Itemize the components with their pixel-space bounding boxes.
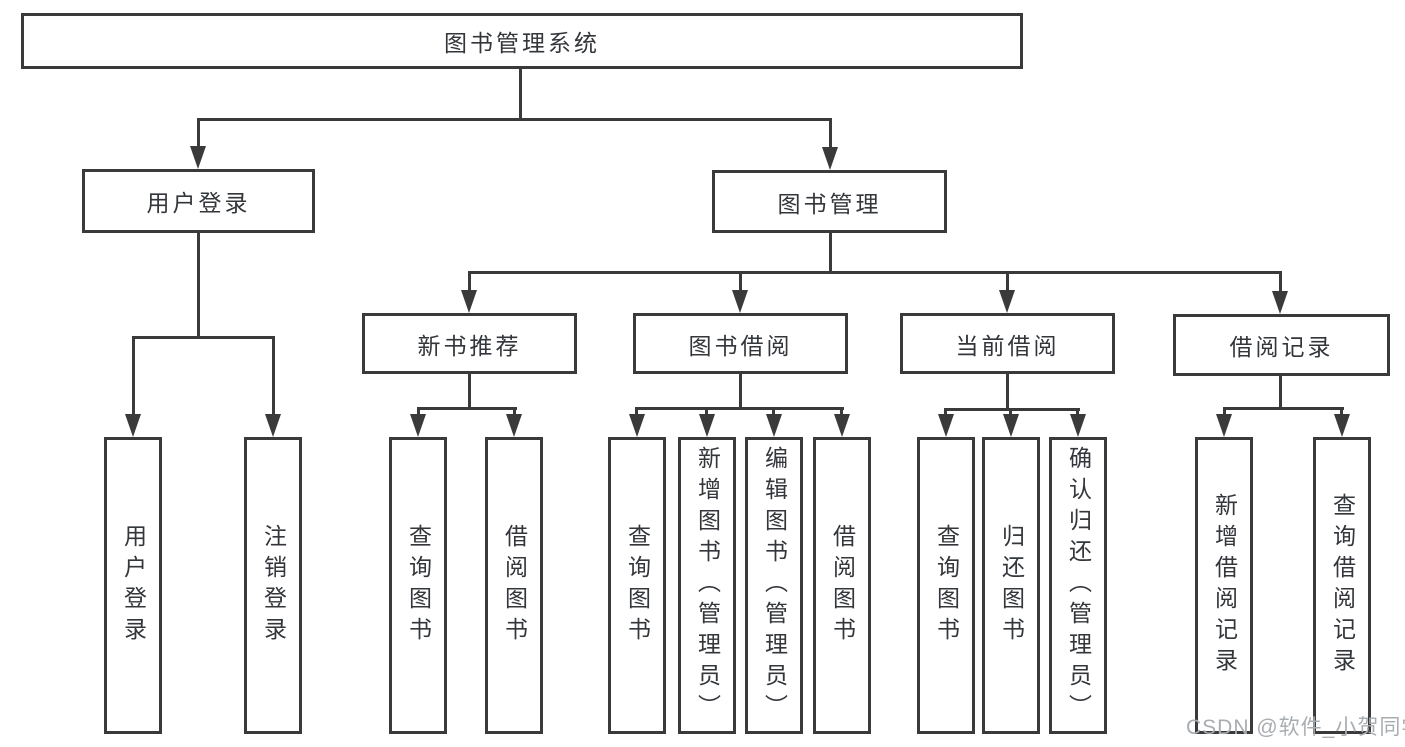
watermark: CSDN @软件_小贺同学 xyxy=(1186,716,1405,739)
node-label: 用户登录 xyxy=(120,523,147,648)
node-book-borrowing: 图书借阅 xyxy=(633,313,848,374)
line-segment xyxy=(772,407,775,418)
node-label: 图书管理 xyxy=(777,190,882,217)
arrow-down-icon xyxy=(629,414,645,437)
node-library-management-system: 图书管理系统 xyxy=(21,13,1023,69)
node-leaf-borrow-books-recommend: 借阅图书 xyxy=(485,437,543,734)
node-new-book-recommend: 新书推荐 xyxy=(362,313,577,374)
node-label: 当前借阅 xyxy=(955,332,1060,359)
line-segment xyxy=(1340,407,1343,418)
line-segment xyxy=(468,374,471,410)
line-segment xyxy=(468,271,471,293)
arrow-down-icon xyxy=(1003,414,1019,437)
line-segment xyxy=(513,407,516,418)
node-label: 新增借阅记录 xyxy=(1211,492,1238,679)
line-segment xyxy=(197,118,200,149)
arrow-down-icon xyxy=(822,147,838,170)
line-segment xyxy=(1223,407,1344,410)
arrow-down-icon xyxy=(1216,414,1232,437)
line-segment xyxy=(197,118,832,121)
line-segment xyxy=(1279,271,1282,294)
arrow-down-icon xyxy=(190,146,206,169)
node-leaf-query-books-current: 查询图书 xyxy=(917,437,975,734)
node-user-login: 用户登录 xyxy=(82,169,315,233)
node-leaf-return-book: 归还图书 xyxy=(982,437,1040,734)
line-segment xyxy=(132,336,135,418)
line-segment xyxy=(417,407,517,410)
node-leaf-borrow-books-borrowing: 借阅图书 xyxy=(813,437,871,734)
line-segment xyxy=(829,233,832,274)
arrow-down-icon xyxy=(410,414,426,437)
node-leaf-query-books-recommend: 查询图书 xyxy=(389,437,447,734)
line-segment xyxy=(1006,374,1009,411)
node-label: 借阅记录 xyxy=(1229,334,1334,360)
node-book-management: 图书管理 xyxy=(712,170,947,233)
line-segment xyxy=(840,407,843,418)
arrow-down-icon xyxy=(265,414,281,437)
line-segment xyxy=(739,271,742,293)
arrow-down-icon xyxy=(125,414,141,437)
line-segment xyxy=(1279,376,1282,410)
node-leaf-edit-book-admin: 编辑图书（管理员） xyxy=(745,437,803,734)
line-segment xyxy=(739,374,742,410)
node-label: 图书管理系统 xyxy=(444,30,600,56)
node-label: 用户登录 xyxy=(146,190,251,216)
arrow-down-icon xyxy=(1334,414,1350,437)
node-leaf-confirm-return-admin: 确认归还（管理员） xyxy=(1049,437,1107,734)
line-segment xyxy=(1076,408,1079,418)
node-borrowing-records: 借阅记录 xyxy=(1173,314,1390,376)
node-leaf-add-book-admin: 新增图书（管理员） xyxy=(678,437,736,734)
node-leaf-query-books-borrowing: 查询图书 xyxy=(608,437,666,734)
node-current-borrowing: 当前借阅 xyxy=(900,313,1115,374)
node-leaf-query-borrow-record: 查询借阅记录 xyxy=(1313,437,1371,734)
line-segment xyxy=(705,407,708,418)
line-segment xyxy=(417,407,420,418)
arrow-down-icon xyxy=(461,290,477,313)
line-segment xyxy=(197,233,200,339)
node-label: 确认归还（管理员） xyxy=(1065,446,1092,725)
line-segment xyxy=(132,336,275,339)
node-leaf-add-borrow-record: 新增借阅记录 xyxy=(1195,437,1253,734)
line-segment xyxy=(272,336,275,418)
node-label: 归还图书 xyxy=(998,523,1025,648)
arrow-down-icon xyxy=(834,414,850,437)
line-segment xyxy=(469,271,1282,274)
arrow-down-icon xyxy=(1070,414,1086,437)
line-segment xyxy=(945,408,1080,411)
arrow-down-icon xyxy=(699,414,715,437)
arrow-down-icon xyxy=(732,290,748,313)
line-segment xyxy=(1223,407,1226,418)
node-label: 借阅图书 xyxy=(829,523,856,648)
node-label: 编辑图书（管理员） xyxy=(761,446,788,725)
arrow-down-icon xyxy=(766,414,782,437)
arrow-down-icon xyxy=(1272,291,1288,314)
arrow-down-icon xyxy=(506,414,522,437)
node-label: 查询借阅记录 xyxy=(1329,492,1356,679)
line-segment xyxy=(636,407,844,410)
node-label: 图书借阅 xyxy=(688,332,793,359)
node-label: 注销登录 xyxy=(260,523,287,648)
node-label: 查询图书 xyxy=(624,523,651,648)
arrow-down-icon xyxy=(938,414,954,437)
node-label: 新增图书（管理员） xyxy=(694,446,721,725)
line-segment xyxy=(635,407,638,418)
arrow-down-icon xyxy=(999,290,1015,313)
line-segment xyxy=(1009,408,1012,418)
node-label: 查询图书 xyxy=(405,523,432,648)
node-label: 新书推荐 xyxy=(417,332,522,359)
line-segment xyxy=(829,118,832,149)
node-label: 查询图书 xyxy=(933,523,960,648)
node-label: 借阅图书 xyxy=(501,523,528,648)
line-segment xyxy=(944,408,947,418)
node-leaf-user-login: 用户登录 xyxy=(104,437,162,734)
line-segment xyxy=(1006,271,1009,293)
line-segment xyxy=(519,69,522,121)
node-leaf-logout: 注销登录 xyxy=(244,437,302,734)
